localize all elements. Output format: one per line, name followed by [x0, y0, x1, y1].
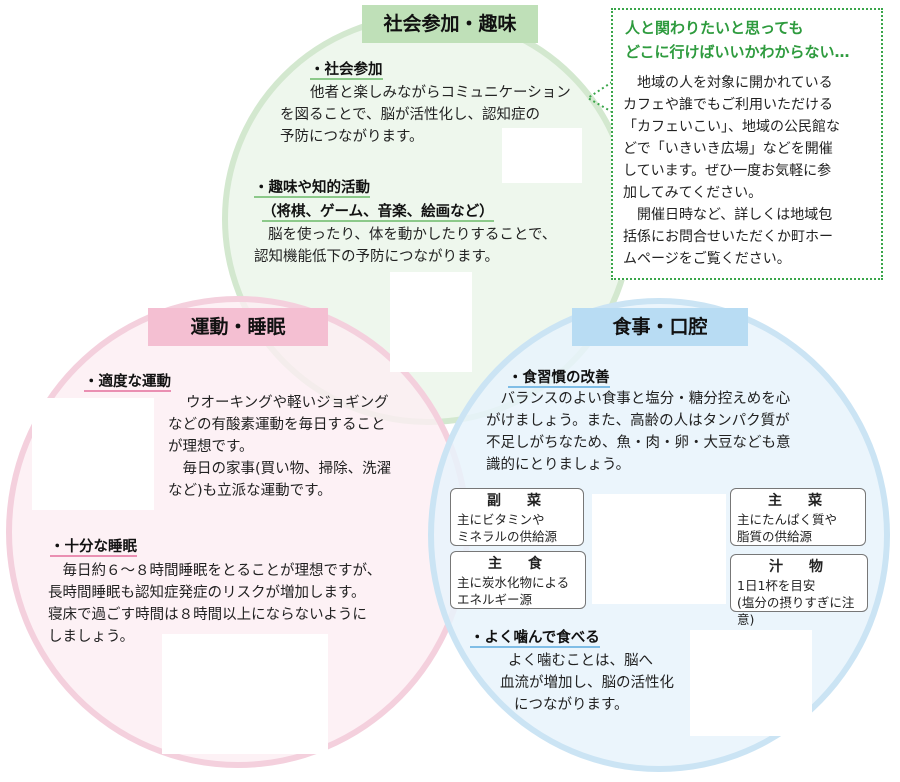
- hobby-heading: ・趣味や知的活動: [254, 180, 370, 198]
- chewing-heading: ・よく噛んで食べる: [470, 630, 600, 648]
- exercise-title: 運動・睡眠: [148, 308, 328, 346]
- diet-heading: ・食習慣の改善: [508, 370, 610, 388]
- hobby-text: 脳を使ったり、体を動かしたりすることで、 認知機能低下の予防につながります。: [254, 227, 557, 265]
- image-placeholder: [690, 630, 812, 736]
- diet-text: バランスのよい食事と塩分・糖分控えめを心 がけましょう。また、高齢の人はタンパク…: [486, 391, 791, 473]
- shirumono-box: 汁 物 1日1杯を目安 (塩分の摂りすぎに注意): [730, 554, 868, 627]
- image-placeholder: [502, 128, 582, 183]
- sleep-text: 毎日約６～８時間睡眠をとることが理想ですが、 長時間睡眠も認知症発症のリスクが増…: [48, 563, 382, 645]
- info-box: 人と関わりたいと思っても どこに行けばいいかわからない… 地域の人を対象に開かれ…: [611, 8, 883, 280]
- hobby-examples: （将棋、ゲーム、音楽、絵画など）: [262, 204, 494, 222]
- exercise-text: ウオーキングや軽いジョギング などの有酸素運動を毎日すること が理想です。 毎日…: [168, 395, 392, 499]
- shusai-title: 主 菜: [768, 493, 828, 509]
- info-body: 地域の人を対象に開かれている カフェや誰でもご利用いただける 「カフェいこい」、…: [623, 75, 840, 267]
- info-title: 人と関わりたいと思っても どこに行けばいいかわからない…: [625, 19, 850, 61]
- chewing-text: よく噛むことは、脳へ 血流が増加し、脳の活性化 につながります。: [500, 653, 674, 713]
- shushoku-title: 主 食: [488, 556, 548, 572]
- fukusai-box: 副 菜 主にビタミンや ミネラルの供給源: [450, 488, 584, 546]
- shusai-box: 主 菜 主にたんぱく質や 脂質の供給源: [730, 488, 866, 546]
- social-title: 社会参加・趣味: [362, 5, 538, 43]
- exercise-heading: ・適度な運動: [84, 374, 171, 392]
- image-placeholder: [592, 494, 726, 604]
- info-connector: [586, 81, 613, 113]
- fukusai-title: 副 菜: [487, 493, 547, 509]
- sleep-heading: ・十分な睡眠: [50, 539, 137, 557]
- social-participation-heading: ・社会参加: [310, 62, 383, 80]
- image-placeholder: [32, 398, 154, 510]
- shirumono-title: 汁 物: [769, 559, 829, 575]
- image-placeholder: [162, 634, 328, 754]
- image-placeholder: [390, 272, 472, 372]
- social-participation-text: 他者と楽しみながらコミュニケーション を図ることで、脳が活性化し、認知症の 予防…: [280, 85, 571, 145]
- shushoku-box: 主 食 主に炭水化物による エネルギー源: [450, 551, 586, 609]
- food-title: 食事・口腔: [572, 308, 748, 346]
